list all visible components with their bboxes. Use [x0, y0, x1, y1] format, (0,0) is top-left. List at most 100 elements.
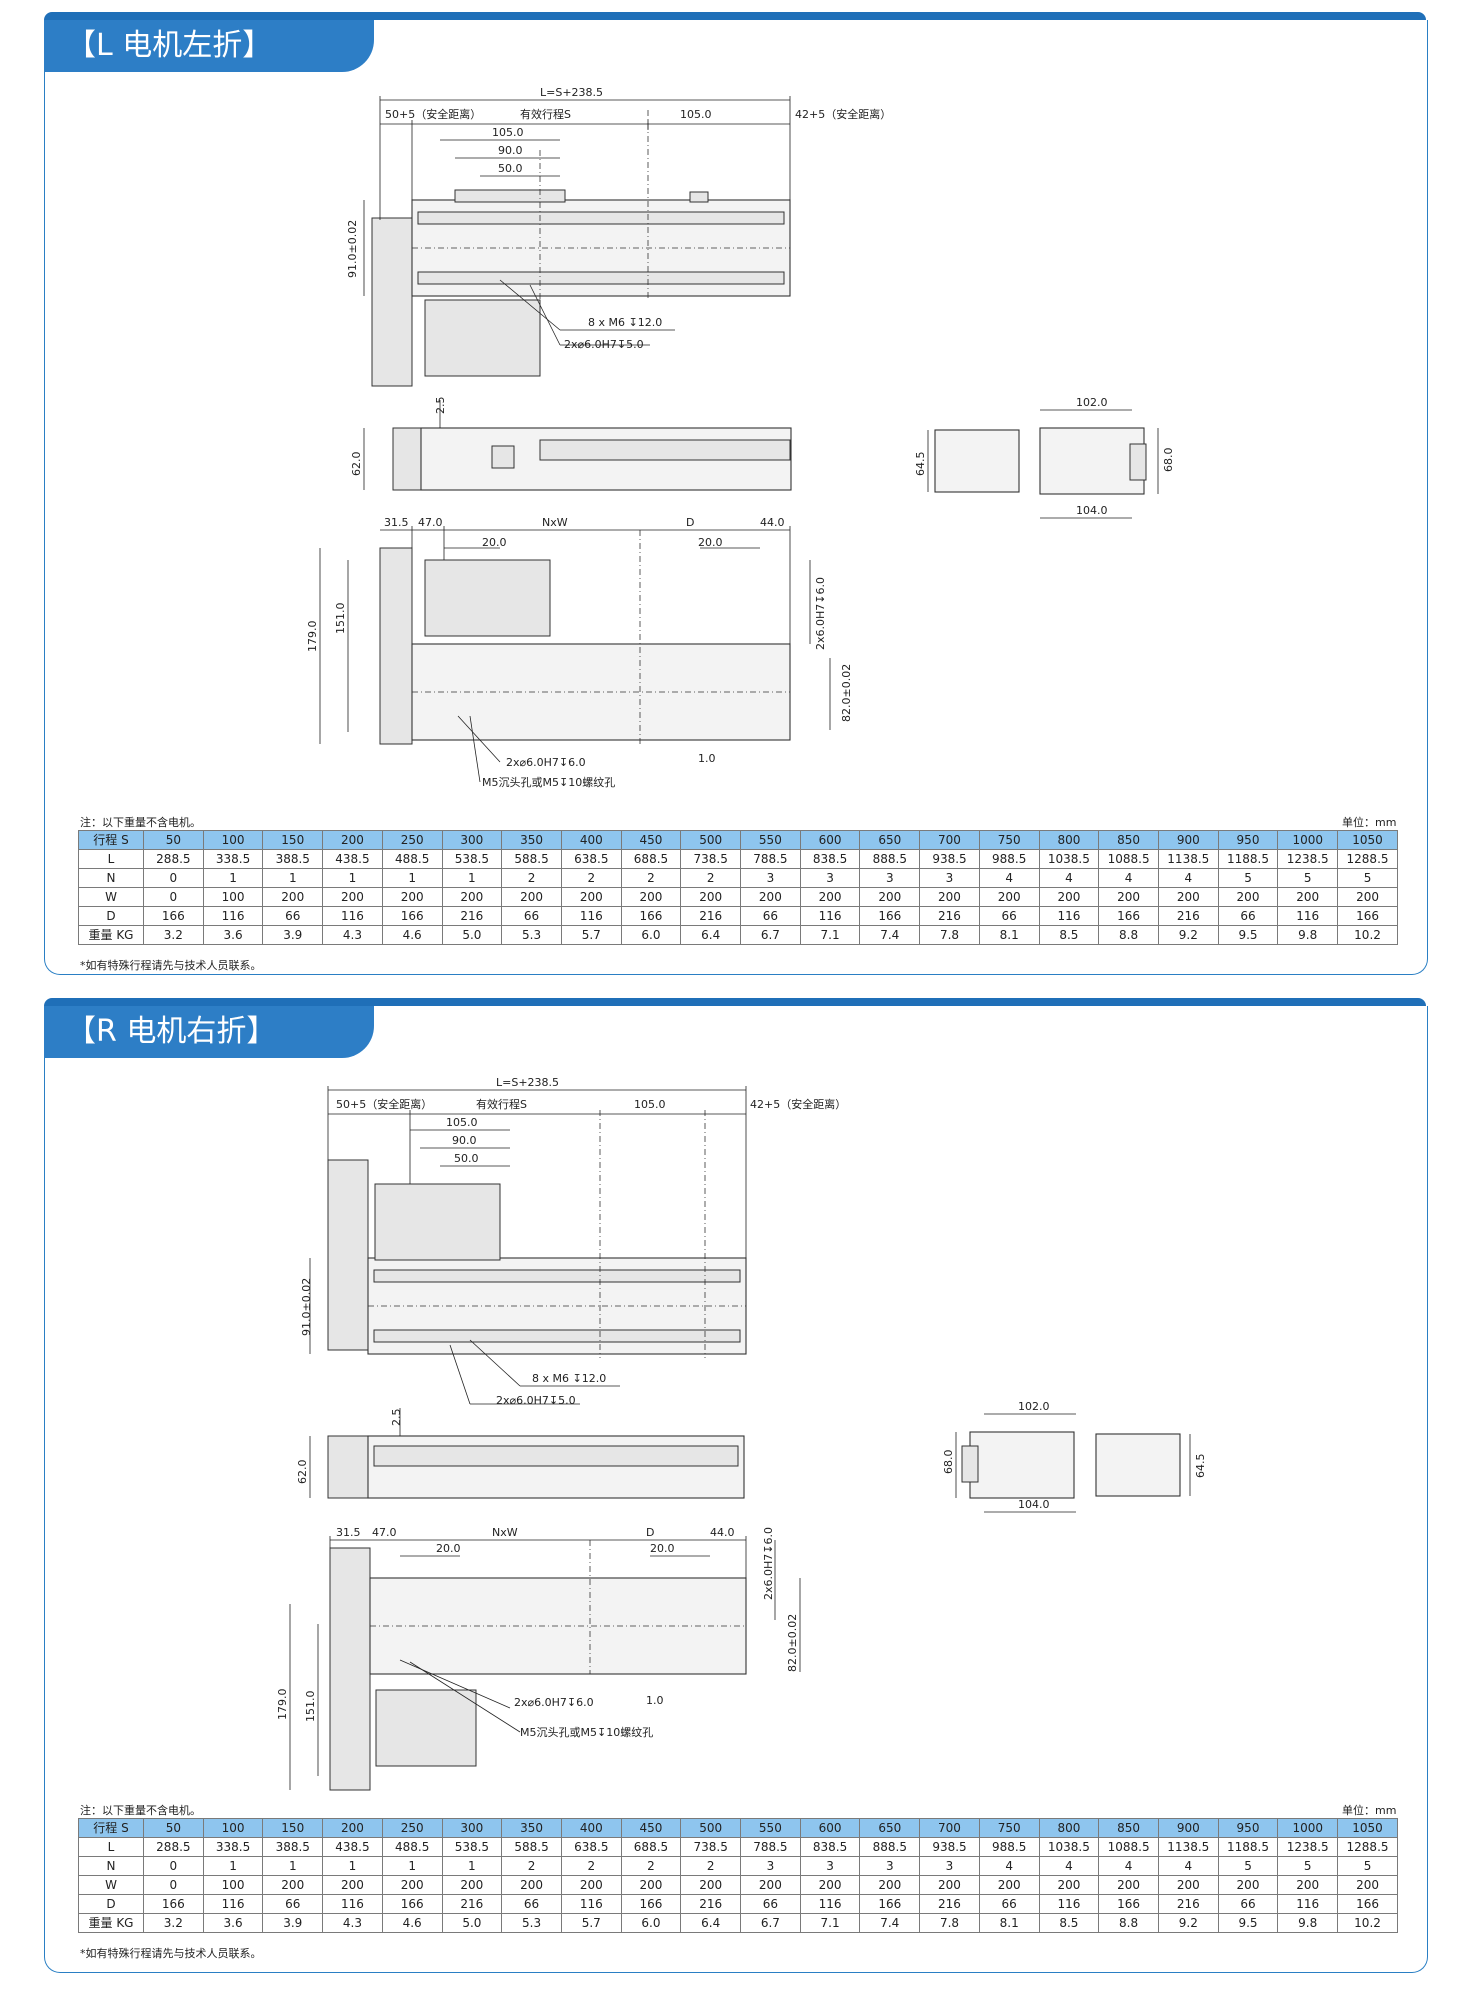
table-cell: 200: [501, 887, 562, 907]
table-cell: 1088.5: [1098, 1837, 1159, 1857]
table-cell: 216: [1157, 1894, 1219, 1914]
table-cell: 216: [680, 1894, 742, 1914]
table-cell: 1138.5: [1157, 849, 1219, 869]
table-cell: 888.5: [859, 849, 921, 869]
table-cell: 200: [381, 887, 443, 907]
dim-44: 44.0: [760, 516, 785, 529]
table-cell: 200: [1337, 887, 1398, 907]
dim-w102: 102.0: [1076, 396, 1108, 409]
m5-note: M5沉头孔或M5↧10螺纹孔: [482, 775, 615, 789]
table-cell: 116: [560, 1894, 622, 1914]
table-cell: 166: [620, 906, 682, 926]
table-cell: 4: [1157, 868, 1219, 888]
row-label: W: [78, 887, 144, 907]
table-cell: 10.2: [1337, 1913, 1398, 1933]
section-l-drawing: L=S+238.5 50+5（安全距离） 有效行程S 105.0 42+5（安全…: [306, 86, 1175, 789]
table-cell: 4: [1038, 868, 1100, 888]
dim-105-a: 105.0: [492, 126, 524, 139]
table-cell: 3.2: [143, 925, 204, 945]
pin-side-note: 2x6.0H7↧6.0: [814, 577, 827, 650]
dim-total-length: L=S+238.5: [540, 86, 603, 99]
table-cell: 850: [1098, 1818, 1159, 1838]
dim-safety-right: 42+5（安全距离）: [795, 107, 891, 121]
table-cell: 350: [501, 1818, 562, 1838]
table-cell: 538.5: [441, 849, 503, 869]
pin-note-top: 2x⌀6.0H7↧5.0: [564, 338, 644, 351]
table-cell: 688.5: [620, 1837, 682, 1857]
table-cell: 550: [740, 1818, 801, 1838]
dim-h91: 91.0±0.02: [346, 220, 359, 278]
table-cell: 200: [620, 1875, 682, 1895]
table-cell: 7.4: [859, 1913, 921, 1933]
table-cell: 116: [799, 1894, 861, 1914]
table-cell: 166: [859, 1894, 921, 1914]
dim-20-b-r: 20.0: [650, 1542, 675, 1555]
screw-note: 8 x M6 ↧12.0: [588, 316, 662, 329]
table-cell: 166: [859, 906, 921, 926]
table-cell: 3: [799, 868, 861, 888]
dim-h151: 151.0: [334, 603, 347, 635]
table-cell: 5: [1217, 868, 1279, 888]
table-cell: 1050: [1337, 1818, 1398, 1838]
table-cell: 200: [1157, 887, 1219, 907]
table-cell: 5: [1277, 868, 1339, 888]
table-cell: 950: [1217, 1818, 1279, 1838]
table-cell: 100: [202, 1818, 264, 1838]
table-cell: 116: [322, 906, 383, 926]
table-cell: 200: [441, 887, 503, 907]
dim-2-5-r: 2.5: [390, 1409, 403, 1427]
table-cell: 388.5: [262, 849, 324, 869]
table-cell: 216: [441, 1894, 503, 1914]
end-view-r: 102.0 104.0 68.0 64.5: [942, 1400, 1207, 1513]
dim-h62-r: 62.0: [296, 1460, 309, 1485]
pin-note-bottom: 2x⌀6.0H7↧6.0: [506, 756, 586, 769]
table-cell: 500: [680, 1818, 742, 1838]
table-cell: 1288.5: [1337, 849, 1398, 869]
table-cell: 500: [680, 830, 742, 850]
table-cell: 50: [143, 1818, 204, 1838]
pin-note-top-r: 2x⌀6.0H7↧5.0: [496, 1394, 576, 1407]
table-cell: 3: [919, 868, 980, 888]
row-label: D: [78, 1894, 144, 1914]
table-cell: 150: [262, 830, 324, 850]
table-cell: 538.5: [441, 1837, 503, 1857]
table-cell: 338.5: [202, 1837, 264, 1857]
dim-44-r: 44.0: [710, 1526, 735, 1539]
table-cell: 1: [262, 1856, 324, 1876]
section-l-title: 【L 电机左折】: [44, 20, 374, 72]
table-cell: 4.3: [322, 1913, 383, 1933]
table-cell: 488.5: [381, 1837, 443, 1857]
table-cell: 66: [978, 1894, 1040, 1914]
table-cell: 5: [1337, 868, 1398, 888]
table-cell: 800: [1038, 830, 1100, 850]
table-cell: 66: [1217, 1894, 1279, 1914]
table-cell: 216: [441, 906, 503, 926]
table-cell: 200: [1098, 887, 1159, 907]
row-label: L: [78, 849, 144, 869]
table-cell: 0: [143, 1875, 204, 1895]
table-cell: 1: [381, 1856, 443, 1876]
table-cell: 9.2: [1157, 1913, 1219, 1933]
table-cell: 938.5: [919, 1837, 980, 1857]
table-cell: 8.1: [978, 925, 1040, 945]
table-cell: 838.5: [799, 1837, 861, 1857]
end-view: 102.0 104.0 64.5 68.0: [914, 396, 1175, 519]
table-cell: 6.7: [740, 925, 801, 945]
table-cell: 6.4: [680, 925, 742, 945]
table-cell: 200: [978, 887, 1040, 907]
table-cell: 900: [1157, 1818, 1219, 1838]
dim-w104: 104.0: [1076, 504, 1108, 517]
table-cell: 200: [680, 1875, 742, 1895]
table-cell: 4.3: [322, 925, 383, 945]
screw-note-r: 8 x M6 ↧12.0: [532, 1372, 606, 1385]
table-cell: 5.7: [560, 925, 622, 945]
table-cell: 5.0: [441, 1913, 503, 1933]
table-cell: 200: [322, 1818, 383, 1838]
section-r-unit: 单位：mm: [1342, 1804, 1397, 1817]
table-cell: 9.8: [1277, 1913, 1339, 1933]
table-cell: 438.5: [322, 849, 383, 869]
